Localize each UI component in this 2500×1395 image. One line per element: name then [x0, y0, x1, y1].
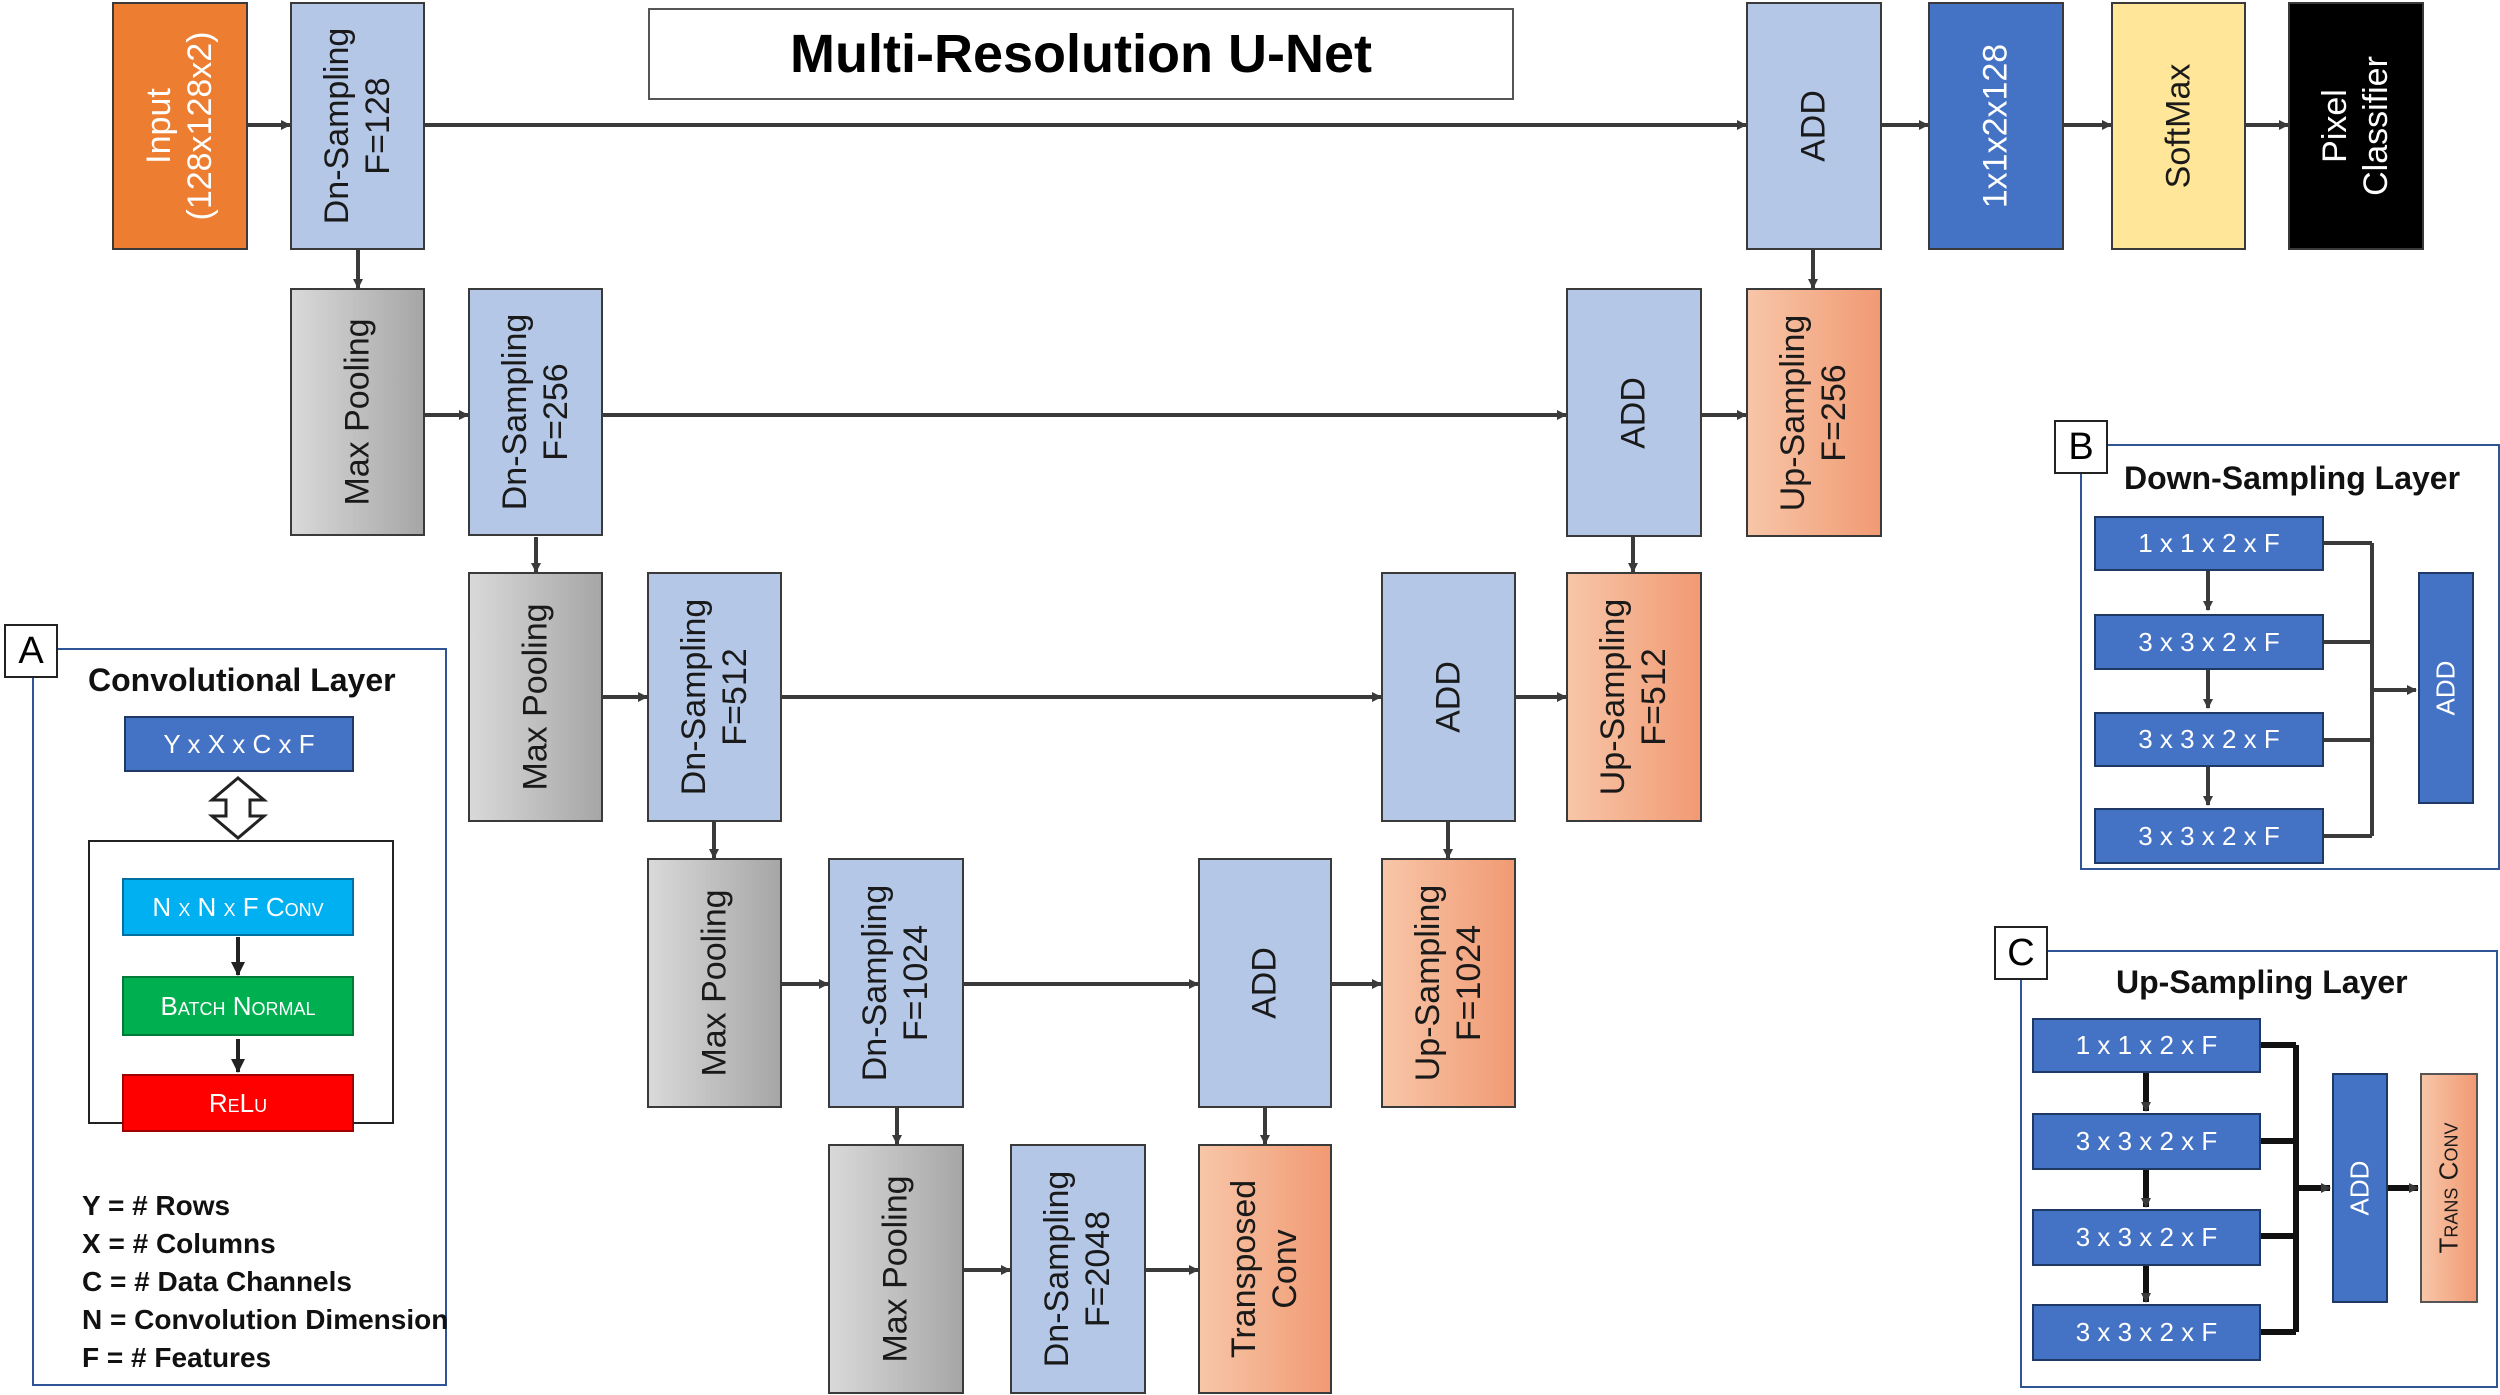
panel-b-down-sampling-layer: Down-Sampling Layer — [2080, 444, 2500, 870]
panel-a-conv-box: N x N x F Conv — [122, 878, 354, 936]
softmax-label: SoftMax — [2159, 63, 2198, 189]
pixel-classifier-label-2: Classifier — [2357, 56, 2395, 196]
max-pooling-3-label: Max Pooling — [695, 889, 734, 1077]
input-block: Input(128x128x2) — [112, 2, 248, 250]
panel-c-add-label: ADD — [2344, 1160, 2375, 1216]
conv-1x1-label: 1x1x2x128 — [1976, 43, 2015, 209]
panel-b-add-label: ADD — [2430, 660, 2461, 716]
panel-c-layer-2: 3 x 3 x 2 x F — [2032, 1113, 2261, 1170]
up-sampling-256-features: F=256 — [1815, 363, 1853, 462]
input-label: Input — [140, 88, 179, 164]
panel-c-add-block: ADD — [2332, 1073, 2388, 1303]
max-pooling-3-block: Max Pooling — [647, 858, 782, 1108]
dn-sampling-256-label: Dn-Sampling — [495, 313, 534, 511]
panel-b-letter: B — [2054, 420, 2108, 474]
input-shape: (128x128x2) — [181, 31, 219, 221]
up-sampling-512-label: Up-Sampling — [1594, 598, 1633, 796]
conv-1x1-block: 1x1x2x128 — [1928, 2, 2064, 250]
dn-sampling-1024-features: F=1024 — [897, 924, 935, 1042]
add-3-block: ADD — [1381, 572, 1516, 822]
panel-b-layer-1: 1 x 1 x 2 x F — [2094, 516, 2324, 571]
add-1-block: ADD — [1746, 2, 1882, 250]
panel-a-legend-rows: Y = # Rows — [82, 1190, 231, 1221]
panel-c-layer-3: 3 x 3 x 2 x F — [2032, 1209, 2261, 1266]
panel-b-add-block: ADD — [2418, 572, 2474, 804]
dn-sampling-512-label: Dn-Sampling — [674, 598, 713, 796]
panel-c-trans-conv-label: Trans Conv — [2433, 1122, 2464, 1254]
dn-sampling-1024-label: Dn-Sampling — [856, 884, 895, 1082]
panel-a-letter: A — [4, 624, 58, 678]
up-sampling-256-label: Up-Sampling — [1774, 314, 1813, 511]
up-sampling-512-features: F=512 — [1635, 648, 1673, 746]
panel-a-legend-conv-dim: N = Convolution Dimension — [82, 1304, 449, 1335]
max-pooling-4-label: Max Pooling — [876, 1175, 915, 1363]
up-sampling-1024-features: F=1024 — [1449, 924, 1488, 1042]
max-pooling-1-block: Max Pooling — [290, 288, 425, 536]
add-4-label: ADD — [1245, 947, 1284, 1019]
panel-b-layer-2: 3 x 3 x 2 x F — [2094, 614, 2324, 670]
dn-sampling-256-features: F=256 — [536, 363, 575, 461]
panel-c-title: Up-Sampling Layer — [2116, 964, 2408, 1000]
dn-sampling-2048-features: F=2048 — [1079, 1210, 1117, 1328]
panel-b-layer-4: 3 x 3 x 2 x F — [2094, 808, 2324, 864]
pixel-classifier-label-1: Pixel — [2316, 89, 2355, 163]
panel-b-title: Down-Sampling Layer — [2124, 460, 2461, 496]
panel-a-relu-box: ReLu — [122, 1074, 354, 1132]
panel-b-layer-3: 3 x 3 x 2 x F — [2094, 712, 2324, 767]
add-3-label: ADD — [1429, 661, 1468, 733]
max-pooling-2-label: Max Pooling — [516, 603, 555, 791]
dn-sampling-128-label: Dn-Sampling — [317, 27, 356, 225]
up-sampling-1024-label: Up-Sampling — [1408, 884, 1447, 1082]
max-pooling-2-block: Max Pooling — [468, 572, 603, 822]
panel-a-legend-columns: X = # Columns — [82, 1228, 276, 1259]
panel-c-layer-4: 3 x 3 x 2 x F — [2032, 1304, 2261, 1361]
dn-sampling-512-features: F=512 — [715, 648, 754, 746]
transposed-conv-label-2: Conv — [1266, 1229, 1304, 1309]
add-1-label: ADD — [1794, 90, 1833, 162]
panel-a-legend-channels: C = # Data Channels — [82, 1266, 352, 1297]
panel-c-layer-1: 1 x 1 x 2 x F — [2032, 1018, 2261, 1073]
diagram-title: Multi-Resolution U-Net — [648, 8, 1514, 100]
dn-sampling-2048-label: Dn-Sampling — [1038, 1170, 1077, 1368]
panel-a-title: Convolutional Layer — [88, 662, 396, 698]
panel-a-convolutional-layer: Convolutional Layer Y x X x C x F N x N … — [32, 648, 449, 1386]
dn-sampling-128-features: F=128 — [358, 77, 397, 175]
add-2-label: ADD — [1614, 376, 1653, 449]
add-2-block: ADD — [1566, 288, 1702, 537]
max-pooling-1-label: Max Pooling — [338, 318, 377, 506]
panel-c-up-sampling-layer: Up-Sampling Layer — [2020, 950, 2498, 1388]
softmax-block: SoftMax — [2111, 2, 2246, 250]
panel-a-legend-features: F = # Features — [82, 1342, 272, 1373]
transposed-conv-label-1: Transposed — [1225, 1179, 1264, 1359]
add-4-block: ADD — [1198, 858, 1332, 1108]
max-pooling-4-block: Max Pooling — [828, 1144, 964, 1394]
panel-c-trans-conv-block: Trans Conv — [2420, 1073, 2478, 1303]
panel-a-batch-normal-box: Batch Normal — [122, 976, 354, 1036]
panel-a-input-shape: Y x X x C x F — [124, 716, 354, 772]
panel-c-letter: C — [1994, 926, 2048, 980]
